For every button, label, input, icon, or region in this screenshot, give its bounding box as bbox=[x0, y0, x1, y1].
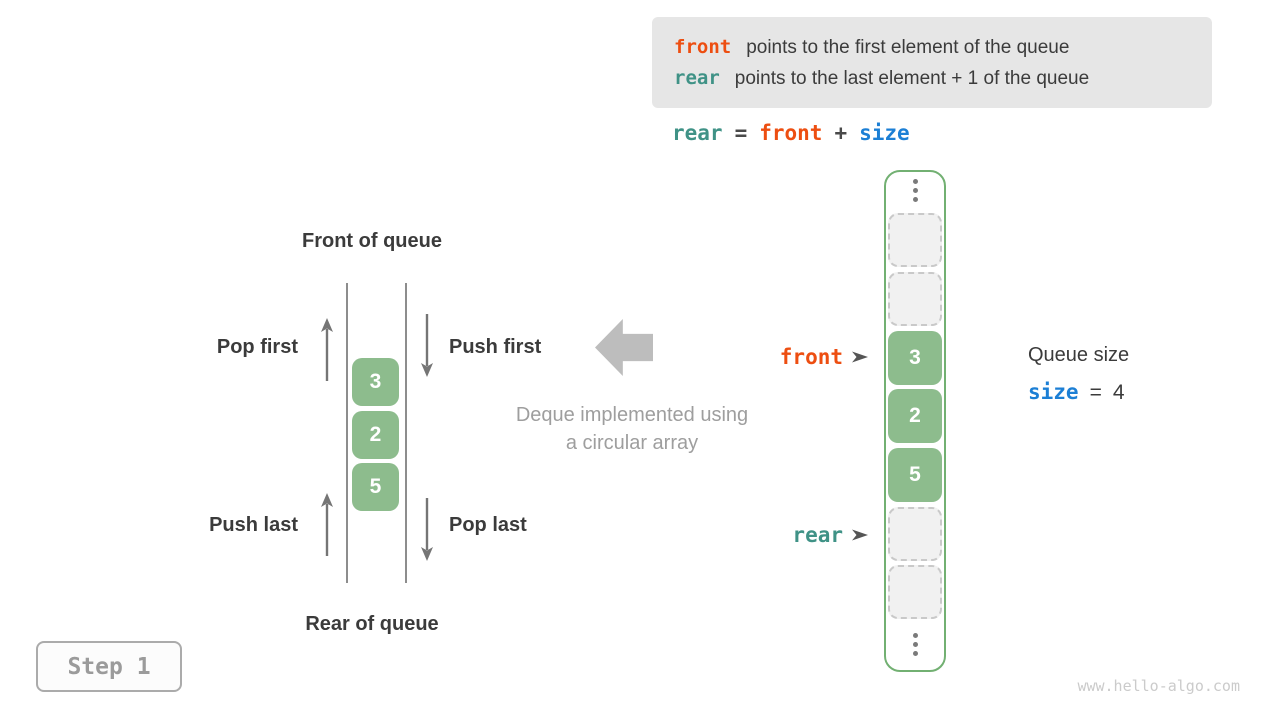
push-last-label: Push last bbox=[209, 514, 298, 536]
array-cell-empty bbox=[888, 565, 942, 619]
queue-channel-left-line bbox=[346, 283, 348, 583]
pop-last-label: Pop last bbox=[449, 514, 527, 536]
queue-size-title: Queue size bbox=[1028, 344, 1130, 366]
queue-cell: 5 bbox=[352, 463, 399, 511]
up-arrow-icon bbox=[321, 493, 333, 556]
rear-explanation-text: points to the last element + 1 of the qu… bbox=[734, 67, 1090, 89]
rear-pointer-label: rear bbox=[792, 523, 843, 547]
front-explanation-line: front points to the first element of the… bbox=[674, 36, 1212, 59]
push-first-label: Push first bbox=[449, 336, 542, 358]
circular-array-panel: 3 2 5 bbox=[884, 170, 946, 672]
array-cell-filled: 5 bbox=[888, 448, 942, 502]
pointer-arrow-icon bbox=[852, 529, 868, 541]
rear-pointer-row: rear bbox=[742, 523, 868, 547]
size-equals: = bbox=[1089, 381, 1102, 404]
step-badge: Step 1 bbox=[36, 641, 182, 692]
queue-size-value: size = 4 bbox=[1028, 380, 1125, 405]
front-keyword: front bbox=[674, 35, 732, 58]
caption-line-1: Deque implemented using bbox=[515, 404, 749, 426]
pointer-explanation-box: front points to the first element of the… bbox=[652, 17, 1212, 108]
array-cell-empty bbox=[888, 213, 942, 267]
front-explanation-text: points to the first element of the queue bbox=[746, 36, 1070, 58]
size-value: 4 bbox=[1112, 381, 1125, 404]
formula-front: front bbox=[759, 121, 823, 145]
vertical-ellipsis-icon bbox=[886, 179, 944, 202]
caption-line-2: a circular array bbox=[565, 432, 699, 454]
front-of-queue-label: Front of queue bbox=[302, 230, 442, 252]
queue-cell: 3 bbox=[352, 358, 399, 406]
array-cell-filled: 2 bbox=[888, 389, 942, 443]
center-caption: Deque implemented using a circular array bbox=[462, 401, 802, 457]
array-cell-filled: 3 bbox=[888, 331, 942, 385]
array-cell-empty bbox=[888, 272, 942, 326]
formula-plus: + bbox=[834, 121, 848, 145]
queue-channel-right-line bbox=[405, 283, 407, 583]
formula-size: size bbox=[859, 121, 910, 145]
front-pointer-row: front bbox=[742, 345, 868, 369]
front-pointer-label: front bbox=[779, 345, 843, 369]
formula-equals: = bbox=[734, 121, 748, 145]
rear-explanation-line: rear points to the last element + 1 of t… bbox=[674, 67, 1212, 90]
queue-cell: 2 bbox=[352, 411, 399, 459]
vertical-ellipsis-icon bbox=[886, 633, 944, 656]
rear-of-queue-label: Rear of queue bbox=[305, 613, 439, 635]
down-arrow-icon bbox=[421, 314, 433, 377]
pop-first-label: Pop first bbox=[216, 336, 298, 358]
size-keyword: size bbox=[1028, 380, 1079, 404]
pointer-arrow-icon bbox=[852, 351, 868, 363]
watermark-url: www.hello-algo.com bbox=[1077, 677, 1240, 695]
pointer-formula: rear = front + size bbox=[672, 121, 910, 145]
formula-rear: rear bbox=[672, 121, 723, 145]
array-cell-empty bbox=[888, 507, 942, 561]
rear-keyword: rear bbox=[674, 66, 720, 89]
left-block-arrow-icon bbox=[595, 319, 653, 376]
down-arrow-icon bbox=[421, 498, 433, 561]
up-arrow-icon bbox=[321, 318, 333, 381]
